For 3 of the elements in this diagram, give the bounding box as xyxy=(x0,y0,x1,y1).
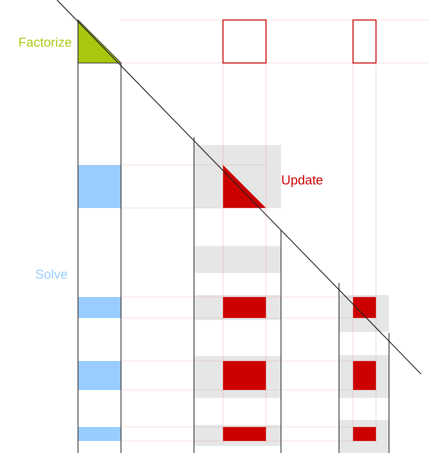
step-label: Factorize xyxy=(19,37,72,47)
step-label: Update xyxy=(282,174,323,188)
step-label: Solve xyxy=(36,269,68,279)
